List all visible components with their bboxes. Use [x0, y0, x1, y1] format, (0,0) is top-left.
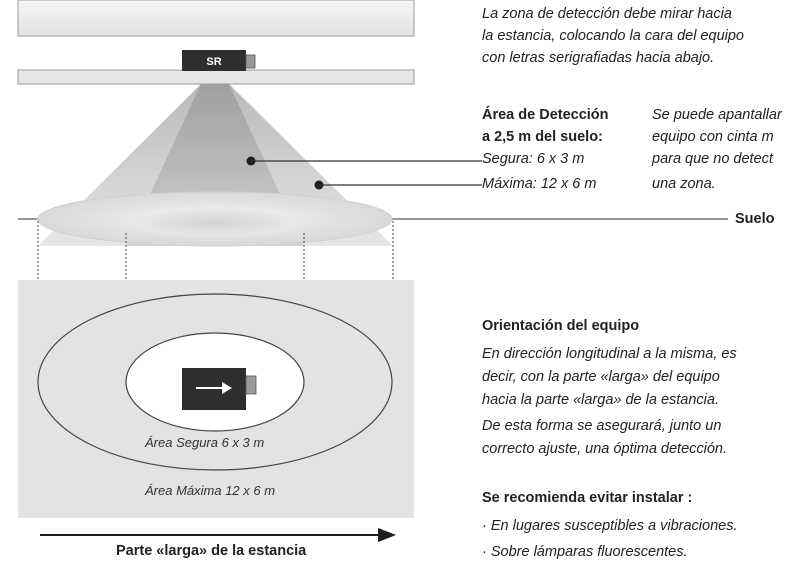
install-note-line: la estancia, colocando la cara del equip… — [482, 28, 744, 44]
ceiling-plate — [17, 69, 415, 85]
leader-max — [314, 180, 482, 190]
sensor-top-view — [182, 368, 257, 410]
sensor-label: SR — [206, 56, 221, 68]
leader-safe — [246, 156, 482, 166]
orientation-title: Orientación del equipo — [482, 318, 640, 334]
ceiling — [17, 0, 415, 37]
detection-area-title: Área de Detección — [482, 107, 609, 123]
max-area-label: Área Máxima 12 x 6 m — [145, 483, 276, 498]
orientation-line: De esta forma se asegurará, junto un — [482, 418, 722, 434]
floor-area-safe — [133, 209, 297, 237]
orientation-line: hacia la parte «larga» de la estancia. — [482, 392, 719, 408]
long-side-arrow — [40, 528, 396, 542]
install-note-line: con letras serigrafiadas hacia abajo. — [482, 50, 715, 66]
detection-area-safe: Segura: 6 x 3 m — [482, 151, 585, 167]
orientation-line: En dirección longitudinal a la misma, es — [482, 346, 737, 362]
install-note-line: La zona de detección debe mirar hacia — [482, 6, 732, 22]
orientation-line: decir, con la parte «larga» del equipo — [482, 369, 720, 385]
detection-area-title: a 2,5 m del suelo: — [482, 129, 603, 145]
safe-area-label: Área Segura 6 x 3 m — [145, 435, 265, 450]
plan-area-max — [37, 293, 393, 471]
sensor-device: SR — [182, 50, 256, 71]
orientation-line: correcto ajuste, una óptima detección. — [482, 441, 728, 457]
floor-label: Suelo — [735, 211, 775, 227]
detection-area-max: Máxima: 12 x 6 m — [482, 176, 597, 192]
long-side-label: Parte «larga» de la estancia — [116, 543, 307, 559]
